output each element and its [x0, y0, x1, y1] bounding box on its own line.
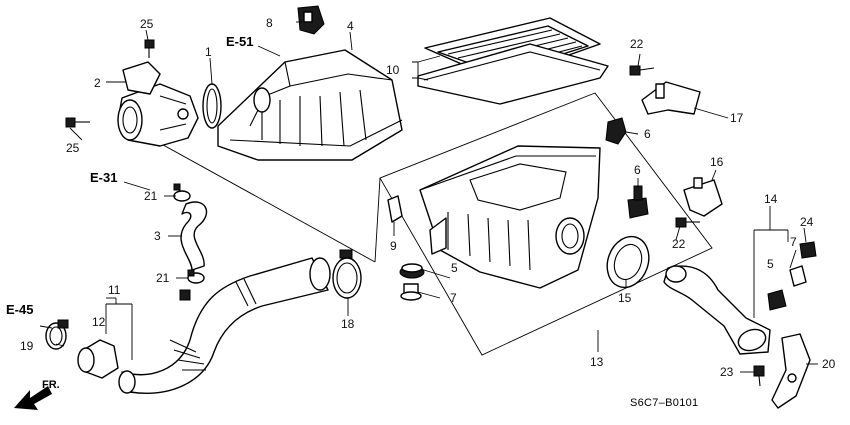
- callout-21-top: 21: [144, 189, 158, 203]
- grommet-5-right: [767, 289, 787, 311]
- o-ring-part: [202, 83, 222, 129]
- callout-17: 17: [730, 111, 744, 125]
- front-arrow-icon: [14, 386, 52, 410]
- callout-12: 12: [92, 315, 106, 329]
- group-guide-line-2: [374, 177, 381, 263]
- direction-label: FR.: [42, 379, 60, 391]
- air-intake-duct-part-14: [663, 265, 771, 355]
- callout-18: 18: [341, 317, 355, 331]
- callout-21-bottom: 21: [156, 271, 170, 285]
- callout-9: 9: [390, 239, 397, 253]
- callout-5-right: 5: [767, 257, 774, 271]
- callout-11: 11: [108, 283, 121, 297]
- bracket-part-16: [683, 177, 723, 217]
- bolt-22-mid: [675, 217, 700, 228]
- callout-7-mid: 7: [450, 291, 457, 305]
- leader-lines: [39, 21, 818, 373]
- collar-7-right: [789, 265, 807, 287]
- bolt-23: [753, 365, 765, 387]
- clamp-part-19: [45, 319, 69, 350]
- callout-19: 19: [20, 339, 34, 353]
- bolt-22-top: [629, 65, 655, 76]
- callout-13: 13: [590, 355, 604, 369]
- callout-24: 24: [800, 215, 814, 229]
- air-cleaner-group-box: [379, 92, 713, 356]
- callout-3: 3: [154, 229, 161, 243]
- clip-part-9: [387, 195, 403, 223]
- diagram-code: S6C7–B0101: [630, 397, 698, 409]
- callout-20: 20: [822, 357, 836, 371]
- callout-25-top: 25: [140, 17, 154, 31]
- seal-ring-part-15: [606, 235, 650, 289]
- grommet-24-right: [799, 241, 817, 259]
- ref-e45: E-45: [6, 302, 33, 317]
- grommet-5-mid: [399, 263, 425, 279]
- bracket-part-17: [641, 81, 701, 115]
- clamp-21-top: [173, 183, 191, 202]
- collar-7-mid: [400, 283, 422, 301]
- callout-1: 1: [205, 45, 212, 59]
- grommet-6-top: [605, 117, 627, 145]
- grommet-6-mid: [627, 185, 649, 219]
- air-filter-element-part: [417, 17, 609, 105]
- callout-25-left: 25: [66, 141, 80, 155]
- ref-e31: E-31: [90, 170, 117, 185]
- bolt-25-top: [144, 39, 155, 58]
- ref-e51: E-51: [226, 34, 253, 49]
- callout-5-mid: 5: [451, 261, 458, 275]
- callout-7-right: 7: [790, 235, 797, 249]
- callout-22-top: 22: [630, 37, 644, 51]
- bracket-part-20: [771, 333, 811, 409]
- callout-6-top: 6: [644, 127, 651, 141]
- callout-4: 4: [347, 19, 354, 33]
- callout-14: 14: [764, 192, 778, 206]
- intake-elbow-part: [117, 61, 199, 147]
- callout-2: 2: [94, 76, 101, 90]
- callout-15: 15: [618, 291, 632, 305]
- sensor-part-8: [297, 5, 325, 35]
- breather-hose-part-3: [180, 201, 208, 271]
- air-cleaner-case-part: [419, 145, 601, 289]
- hose-clamp-part-18: [332, 249, 362, 299]
- intake-tube-part-11: [118, 257, 331, 394]
- air-cleaner-cover-part: [217, 49, 403, 161]
- callout-10: 10: [386, 63, 400, 77]
- callout-8: 8: [266, 16, 273, 30]
- clamp-21-bottom: [187, 269, 205, 284]
- callout-22-mid: 22: [672, 237, 686, 251]
- callout-23: 23: [720, 365, 734, 379]
- callout-6-mid: 6: [634, 163, 641, 177]
- bolt-25-left: [65, 117, 90, 128]
- resonator-part-12: [77, 339, 119, 379]
- callout-16: 16: [710, 155, 724, 169]
